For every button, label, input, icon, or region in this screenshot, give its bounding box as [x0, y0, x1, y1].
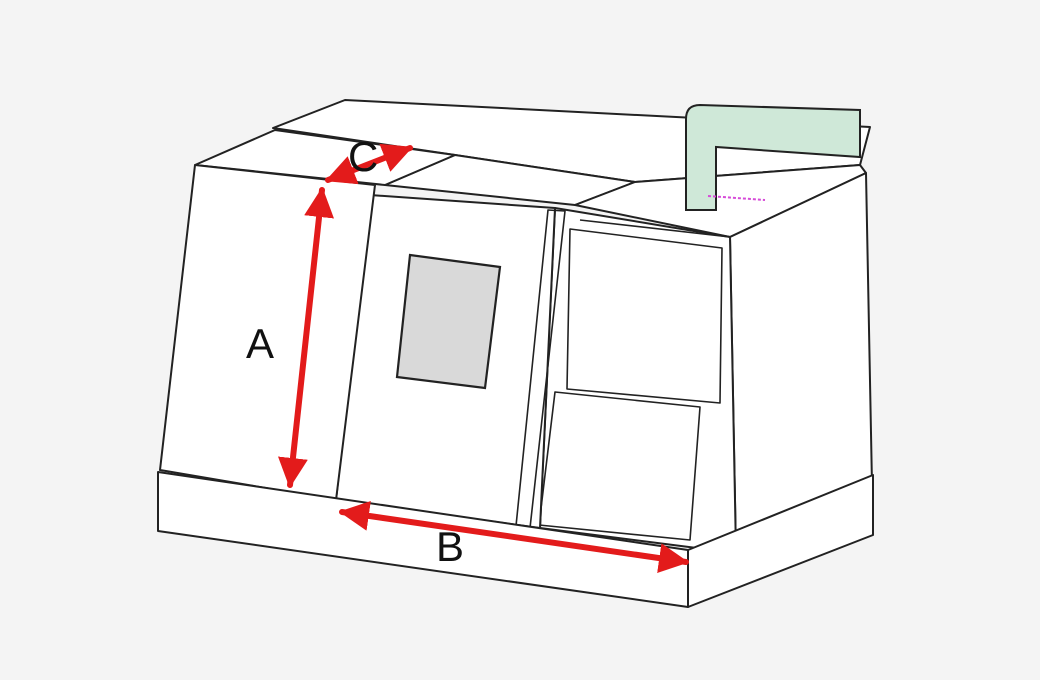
dimension-c-label: C	[348, 133, 378, 180]
dimension-a-arrow	[277, 187, 335, 488]
pipe-mount-dash	[707, 195, 766, 201]
control-panel-upper-screen	[566, 228, 723, 404]
dimension-c-arrow	[325, 143, 413, 185]
control-panel-lower-screen	[538, 391, 701, 541]
coolant-pipe	[685, 103, 861, 211]
dimension-a-label: A	[246, 320, 274, 367]
top-cover-right	[574, 164, 867, 238]
machine-base-side	[687, 474, 874, 608]
dimension-b-arrow	[339, 501, 689, 573]
dimension-b-label: B	[436, 523, 464, 570]
control-panel-trim	[579, 219, 731, 238]
door-window	[395, 253, 502, 390]
